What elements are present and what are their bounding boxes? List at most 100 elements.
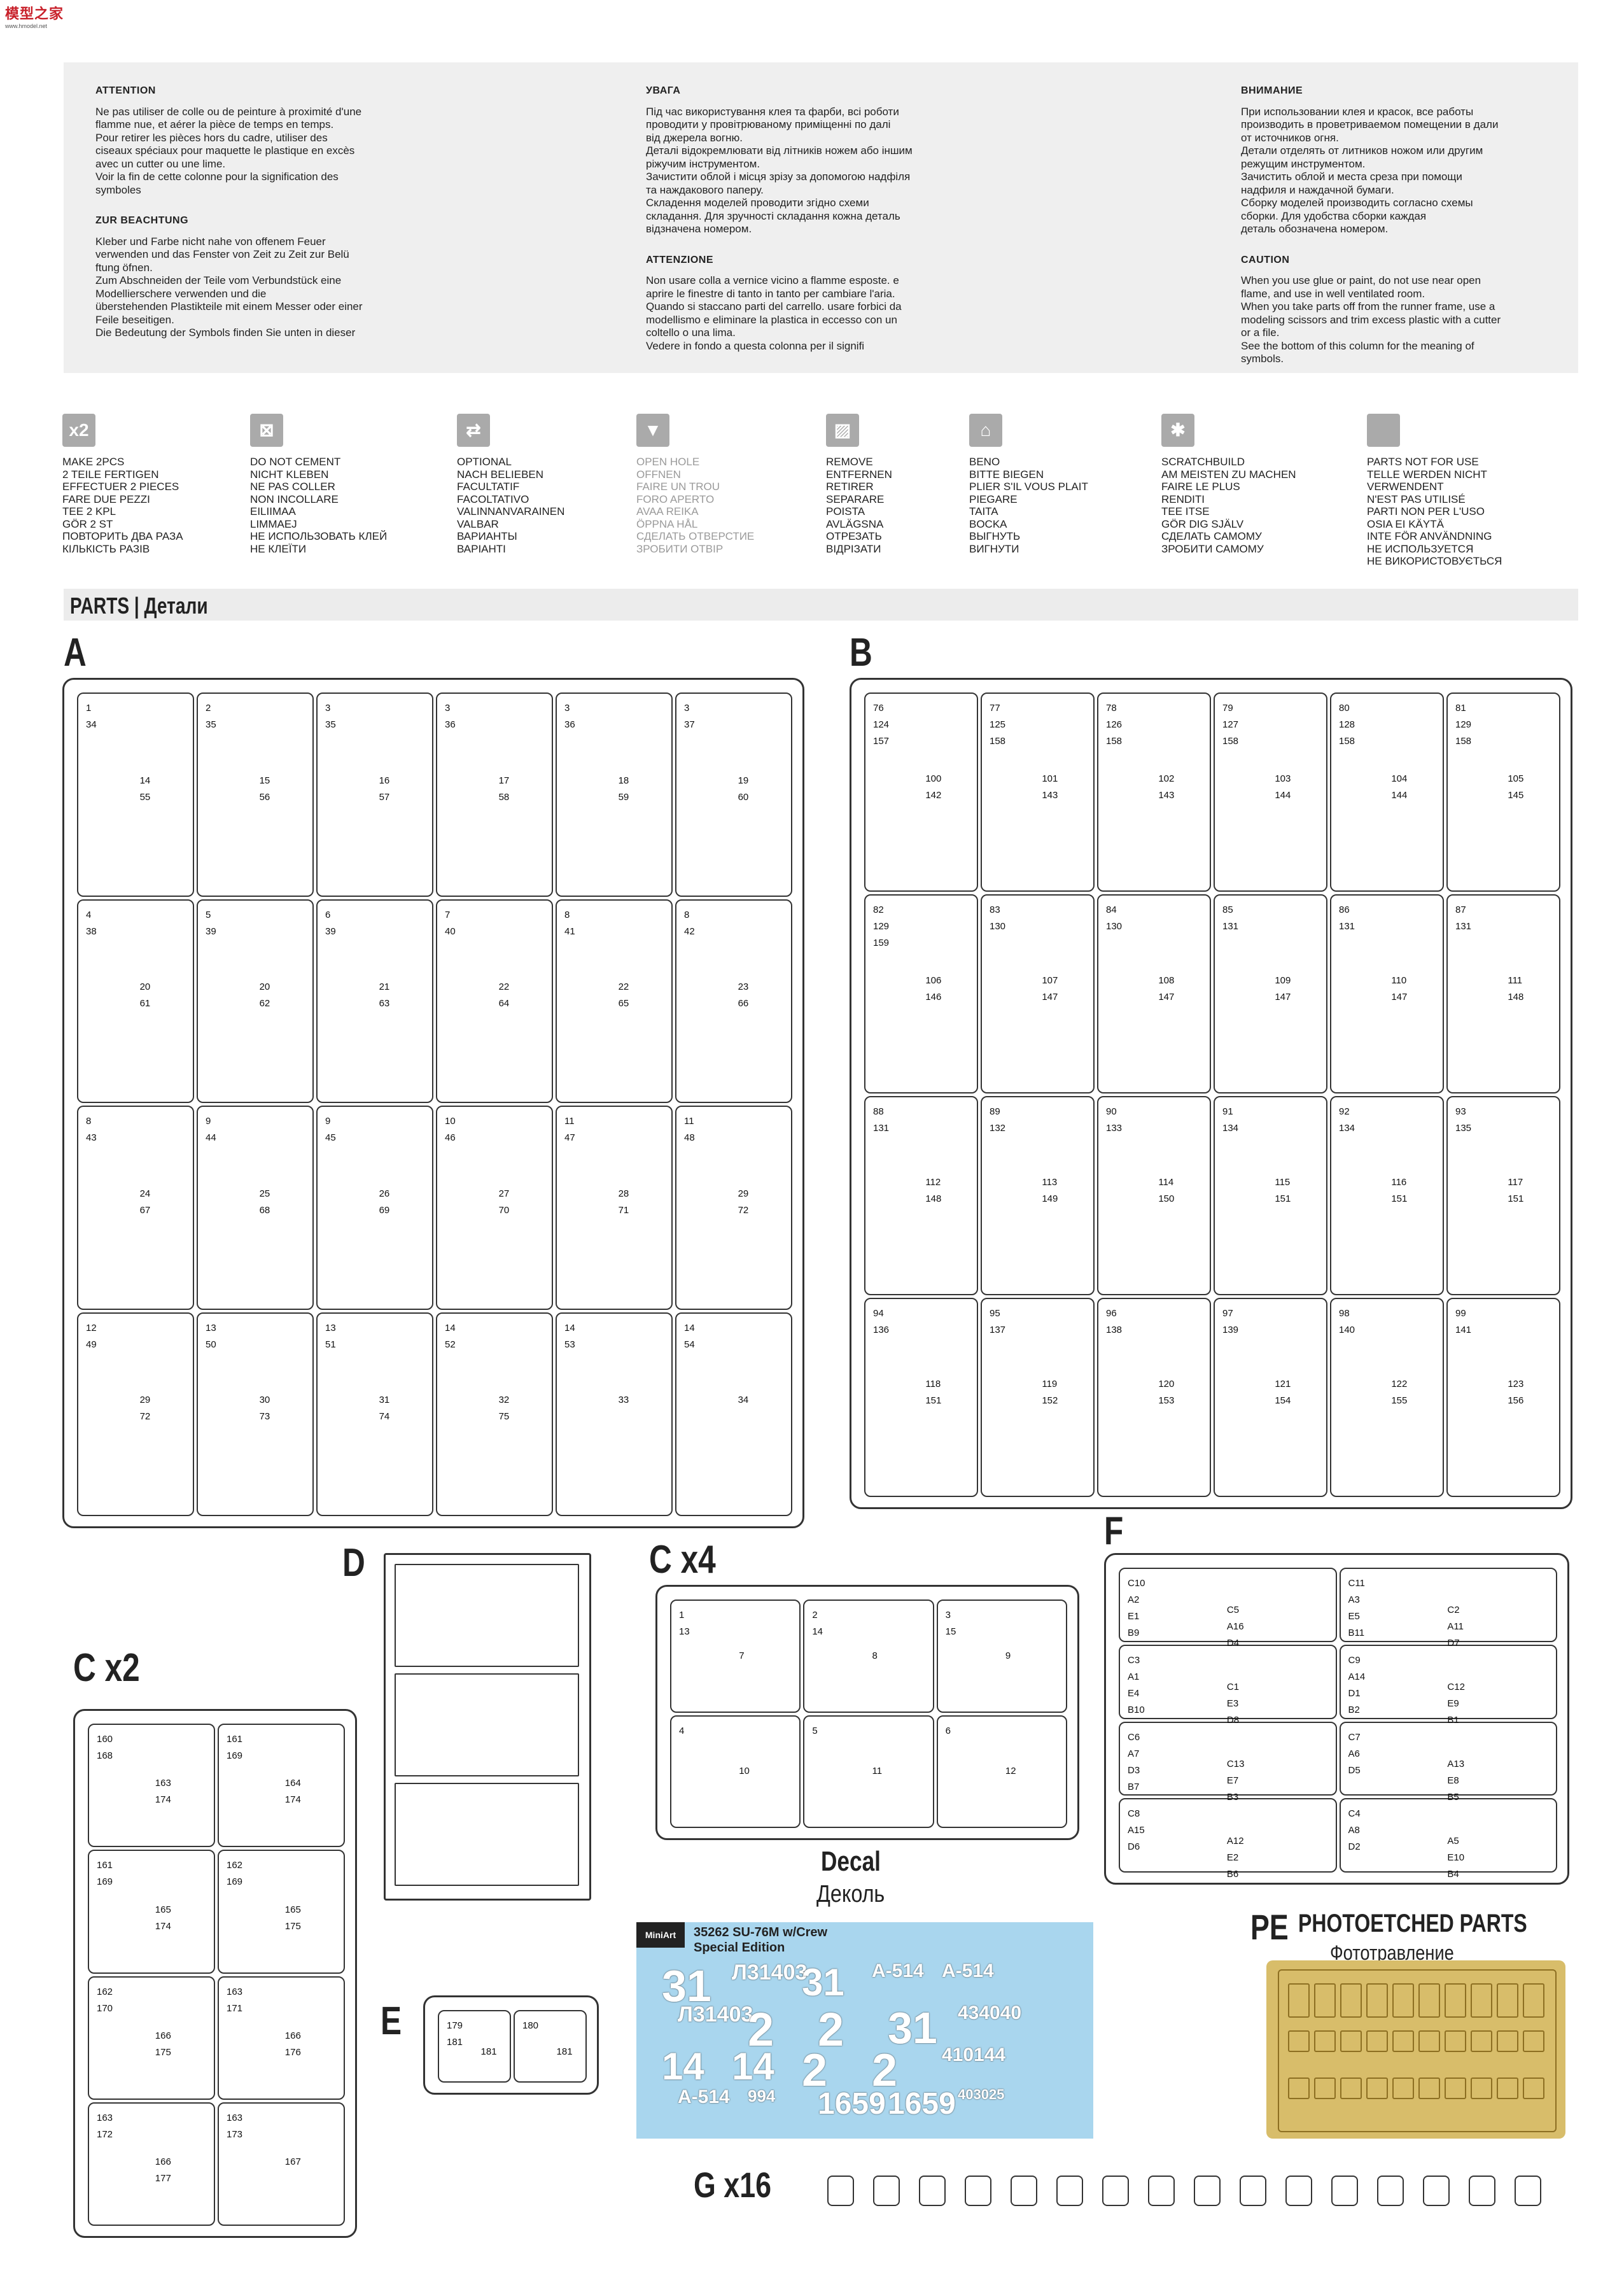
sprue-cell [197, 899, 314, 1103]
warning-body-de: Kleber und Farbe nicht nahe von offenem … [95, 235, 363, 339]
part-number: 153 [1158, 1395, 1175, 1406]
warning-title-de: ZUR BEACHTUNG [95, 215, 189, 226]
sprue-cell [88, 1976, 215, 2100]
part-number: 129 [873, 921, 890, 932]
part-number: 69 [379, 1204, 390, 1216]
part-number: 83 [990, 904, 1000, 915]
part-number: 15 [259, 775, 270, 786]
decal-marking: 2 [748, 2003, 774, 2056]
sprue-cell [556, 1106, 673, 1310]
sprue-cell [438, 2010, 511, 2083]
part-number: 48 [684, 1132, 695, 1143]
part-number: 137 [990, 1325, 1006, 1335]
part-number: 2 [812, 1610, 818, 1621]
warning-panel: ATTENTION Ne pas utiliser de colle ou de… [64, 62, 1578, 373]
part-number: A13 [1447, 1758, 1465, 1769]
part-number: 116 [1391, 1176, 1407, 1188]
sprue-cell [1339, 1644, 1557, 1719]
symbol-caption: BENO BITTE BIEGEN PLIER S'IL VOUS PLAIT … [969, 456, 1088, 555]
sprue-d-plate [395, 1564, 579, 1667]
decal-marking: 1659 [888, 2087, 956, 2121]
pe-heading: PHOTOETCHED PARTS [1298, 1909, 1527, 1937]
part-number: 14 [445, 1322, 456, 1333]
sprue-cell [1339, 1721, 1557, 1796]
decal-heading: Decal [821, 1846, 881, 1877]
part-number: 75 [498, 1411, 510, 1423]
warning-title-en: CAUTION [1241, 254, 1290, 265]
part-number: 62 [259, 998, 270, 1009]
part-number: 11 [684, 1116, 694, 1127]
part-number: 156 [1508, 1395, 1524, 1406]
sprue-cell [803, 1715, 934, 1828]
part-number: 24 [139, 1188, 151, 1199]
part-number: 158 [1455, 736, 1472, 747]
part-number: 102 [1158, 773, 1175, 784]
part-number: 16 [379, 775, 390, 786]
part-number: 53 [564, 1339, 575, 1350]
sprue-cell [1097, 693, 1211, 892]
part-number: 169 [227, 1876, 243, 1888]
sprue-cell [1097, 894, 1211, 1093]
sprue-cell [316, 693, 433, 897]
part-number: A11 [1447, 1621, 1464, 1633]
part-number: 55 [139, 791, 151, 803]
part-number: E8 [1447, 1775, 1459, 1786]
part-number: 78 [1106, 703, 1117, 714]
part-number: 144 [1391, 789, 1408, 801]
part-number: 9 [1005, 1650, 1011, 1661]
part-number: 101 [1042, 773, 1058, 784]
part-number: D8 [1226, 1715, 1240, 1726]
sprue-cell [1446, 1298, 1560, 1497]
part-number: 26 [379, 1188, 390, 1199]
part-number: 66 [738, 998, 749, 1009]
decal-marking: 14 [662, 2045, 704, 2088]
part-number: 8 [684, 909, 690, 920]
sprue-cell [218, 2102, 345, 2226]
track-link-part [1285, 2176, 1312, 2206]
part-number: 133 [1106, 1123, 1123, 1134]
sprue-cell [1446, 894, 1560, 1093]
decal-marking: 14 [732, 2045, 774, 2088]
warning-title-ru: ВНИМАНИЕ [1241, 85, 1303, 96]
part-number: E9 [1447, 1698, 1459, 1709]
decal-marking: 1659 [818, 2087, 886, 2121]
part-number: 138 [1106, 1325, 1123, 1335]
part-number: E10 [1447, 1852, 1465, 1863]
track-link-part [1515, 2176, 1541, 2206]
part-number: D1 [1348, 1687, 1361, 1699]
part-number: B6 [1226, 1868, 1239, 1880]
part-number: 127 [1222, 719, 1239, 730]
part-number: C9 [1348, 1654, 1361, 1666]
part-number: B1 [1447, 1715, 1459, 1726]
part-number: 177 [155, 2173, 171, 2184]
symbol-do-not-cement: ⊠DO NOT CEMENT NICHT KLEBEN NE PAS COLLE… [250, 414, 403, 555]
decal-marking: А-514 [872, 1960, 924, 1981]
part-number: D5 [1348, 1764, 1361, 1776]
pe-part [1288, 2030, 1310, 2052]
sprue-cell [864, 894, 978, 1093]
track-link-part [1423, 2176, 1450, 2206]
part-number: 143 [1042, 789, 1058, 801]
part-number: C3 [1128, 1654, 1140, 1666]
part-number: 73 [259, 1411, 270, 1423]
part-number: E7 [1226, 1775, 1239, 1786]
part-number: 161 [227, 1734, 243, 1745]
part-number: 158 [990, 736, 1006, 747]
part-number: 23 [738, 981, 749, 993]
warning-title-it: ATTENZIONE [646, 254, 714, 265]
part-number: 136 [873, 1325, 890, 1335]
part-number: 181 [556, 2046, 573, 2058]
part-number: 130 [990, 921, 1006, 932]
sprue-cell [675, 693, 792, 897]
sprue-cell [88, 1724, 215, 1848]
sprue-cell [218, 1724, 345, 1848]
part-number: 42 [684, 925, 695, 937]
part-number: E4 [1128, 1687, 1140, 1699]
part-number: 41 [564, 925, 575, 937]
pe-part [1366, 2030, 1388, 2052]
sprue-cell [556, 1312, 673, 1516]
decal-marking: Л31403 [732, 1960, 808, 1985]
part-number: 90 [1106, 1106, 1117, 1117]
pe-part [1445, 1983, 1466, 2018]
sprue-cell [1330, 693, 1444, 892]
